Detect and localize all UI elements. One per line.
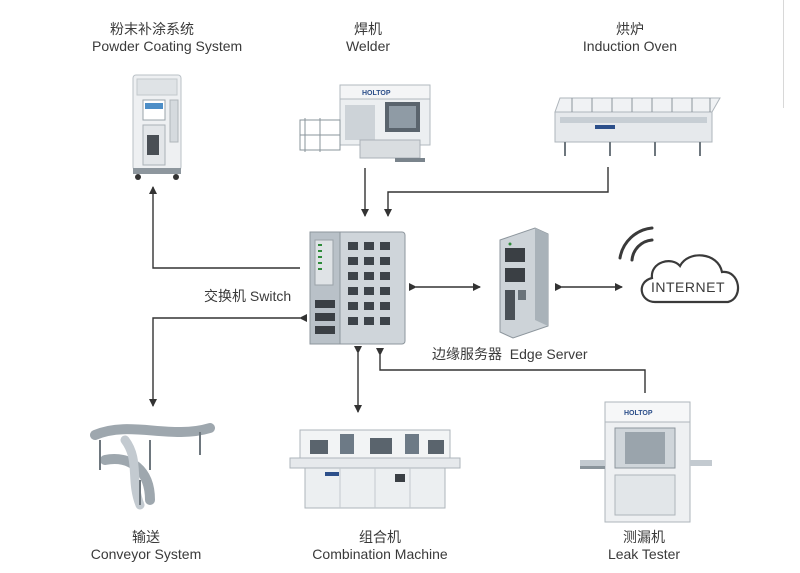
combination-label-zh: 组合机 xyxy=(359,529,401,545)
welder-label: 焊机 Welder xyxy=(318,21,418,55)
switch-label: 交换机 Switch xyxy=(204,288,292,304)
divider-line xyxy=(783,0,784,108)
link-switch-leak xyxy=(376,348,646,393)
oven-label: 烘炉 Induction Oven xyxy=(565,21,695,55)
link-oven-switch xyxy=(384,167,609,217)
oven-label-zh: 烘炉 xyxy=(616,21,644,37)
combination-label-en: Combination Machine xyxy=(312,546,448,562)
link-switch-conveyor xyxy=(149,314,307,407)
edge-server-label: 边缘服务器 Edge Server xyxy=(432,346,588,362)
leak-tester-image: HOLTOP xyxy=(580,401,712,523)
powder-coating-machine-image xyxy=(132,74,182,180)
conveyor-label-en: Conveyor System xyxy=(90,546,202,562)
induction-oven-image xyxy=(554,97,721,156)
combination-label: 组合机 Combination Machine xyxy=(300,529,460,563)
welder-machine-image: HOLTOP xyxy=(299,84,431,162)
connectors xyxy=(149,167,646,413)
edge-server-image xyxy=(499,227,549,339)
leak-tester-brand-logo: HOLTOP xyxy=(624,410,653,417)
internet-label: INTERNET xyxy=(651,279,725,295)
network-switch-image xyxy=(309,231,406,345)
powder-coating-label-zh: 粉末补涂系统 xyxy=(110,21,194,37)
welder-brand-logo: HOLTOP xyxy=(362,90,391,97)
internet-cloud-icon xyxy=(618,226,739,304)
welder-label-zh: 焊机 xyxy=(354,21,382,37)
welder-label-en: Welder xyxy=(345,38,391,54)
link-switch-powder xyxy=(149,186,300,269)
powder-coating-label-en: Powder Coating System xyxy=(92,38,243,54)
oven-label-en: Induction Oven xyxy=(582,38,678,54)
leak-tester-label-en: Leak Tester xyxy=(607,546,681,562)
leak-tester-label: 测漏机 Leak Tester xyxy=(589,529,699,563)
powder-coating-label: 粉末补涂系统 Powder Coating System xyxy=(92,21,243,55)
conveyor-system-image xyxy=(90,423,215,510)
conveyor-label: 输送 Conveyor System xyxy=(86,529,206,563)
leak-tester-label-zh: 测漏机 xyxy=(623,529,665,545)
conveyor-label-zh: 输送 xyxy=(132,529,160,545)
combination-machine-image xyxy=(289,429,461,509)
